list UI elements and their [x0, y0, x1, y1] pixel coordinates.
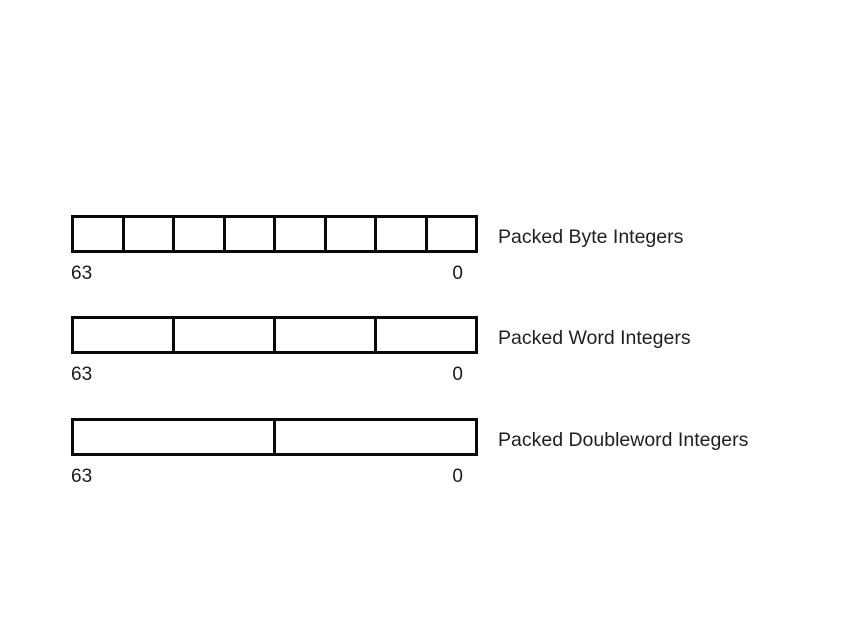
row-label-packed-byte: Packed Byte Integers — [498, 226, 684, 248]
bit-index-msb: 63 — [71, 263, 93, 284]
register-cell — [74, 319, 175, 351]
register-cell — [326, 218, 377, 250]
register-cell — [377, 218, 428, 250]
register-bar-packed-doubleword — [71, 418, 478, 456]
register-group-packed-doubleword: 63 0 — [71, 418, 478, 491]
bit-index-lsb: 0 — [452, 263, 463, 284]
register-bar-packed-byte — [71, 215, 478, 253]
bit-index-lsb: 0 — [452, 364, 463, 385]
register-cell — [74, 218, 125, 250]
register-cell — [175, 319, 276, 351]
register-cell — [427, 218, 475, 250]
bit-scale-packed-word: 63 0 — [71, 363, 478, 389]
row-label-packed-doubleword: Packed Doubleword Integers — [498, 429, 749, 451]
register-cell — [175, 218, 226, 250]
register-cell — [276, 319, 377, 351]
register-cell — [377, 319, 475, 351]
register-cell — [225, 218, 276, 250]
register-cell — [124, 218, 175, 250]
bit-index-msb: 63 — [71, 364, 93, 385]
bit-index-lsb: 0 — [452, 466, 463, 487]
register-cell — [276, 421, 475, 453]
register-cell — [74, 421, 276, 453]
bit-index-msb: 63 — [71, 466, 93, 487]
register-group-packed-byte: 63 0 — [71, 215, 478, 288]
register-bar-packed-word — [71, 316, 478, 354]
register-group-packed-word: 63 0 — [71, 316, 478, 389]
register-cell — [276, 218, 327, 250]
bit-scale-packed-byte: 63 0 — [71, 262, 478, 288]
row-label-packed-word: Packed Word Integers — [498, 327, 691, 349]
bit-scale-packed-doubleword: 63 0 — [71, 465, 478, 491]
